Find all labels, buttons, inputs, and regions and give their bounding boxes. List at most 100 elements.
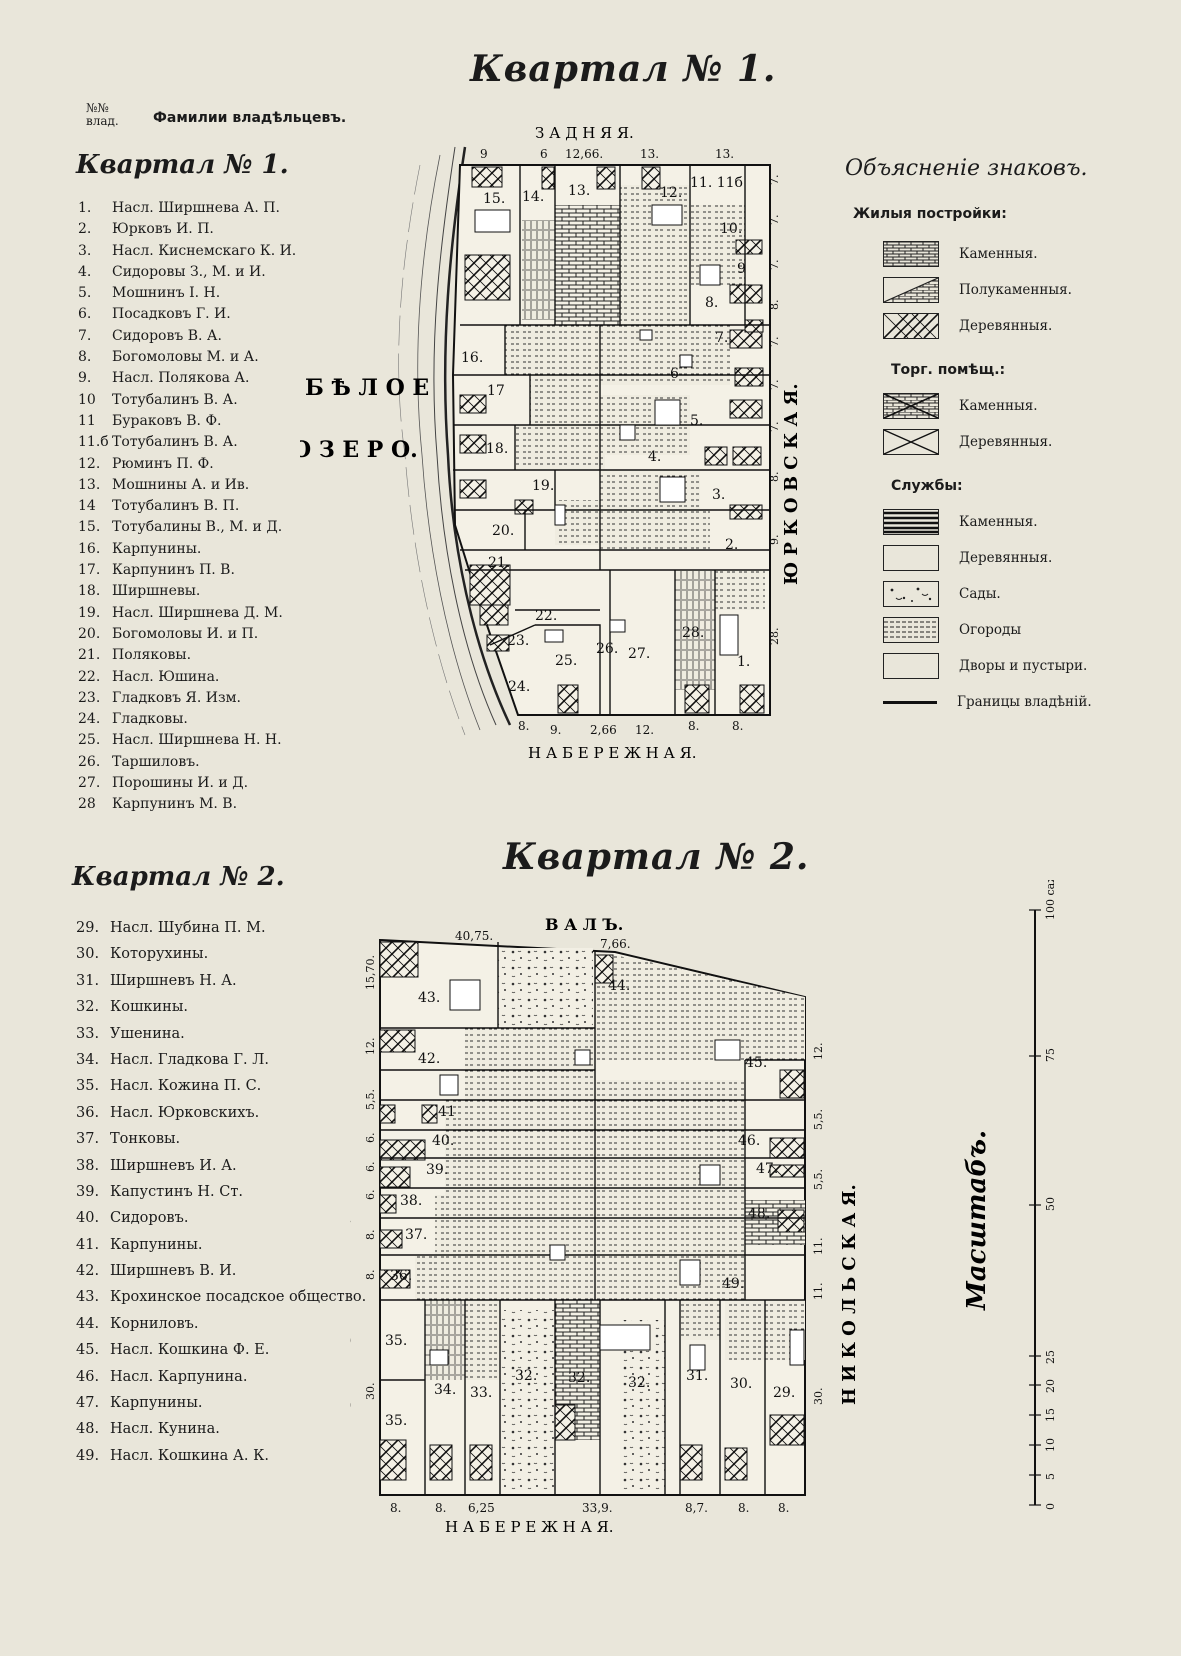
svg-text:2,66: 2,66 bbox=[590, 723, 617, 737]
svg-text:8.: 8. bbox=[705, 295, 718, 311]
svg-text:8.: 8. bbox=[732, 719, 743, 733]
svg-text:10.: 10. bbox=[720, 221, 742, 237]
svg-text:49.: 49. bbox=[722, 1276, 744, 1292]
svg-text:30.: 30. bbox=[812, 1388, 825, 1406]
owner-number: 28 bbox=[78, 796, 96, 813]
legend-swatch-brick bbox=[883, 241, 939, 267]
quarter2-owner-list: 29.Насл. Шубина П. М.30.Которухины.31.Ши… bbox=[76, 920, 366, 1474]
legend-swatch-line bbox=[883, 700, 937, 704]
legend-label: Дворы и пустыри. bbox=[959, 658, 1088, 674]
legend-item: Сады. bbox=[883, 576, 1123, 612]
quarter2-owner-item: 30. Которухины. bbox=[76, 946, 366, 972]
quarter2-owner-item: 32.Кошкины. bbox=[76, 999, 366, 1025]
svg-text:33,9.: 33,9. bbox=[582, 1501, 613, 1515]
owner-name: Ширшневъ В. И. bbox=[110, 1263, 237, 1280]
legend-swatch-blank bbox=[883, 653, 939, 679]
quarter1-owner-item: 18.Ширшневы. bbox=[78, 583, 296, 604]
svg-text:9: 9 bbox=[480, 147, 488, 161]
svg-text:7.: 7. bbox=[715, 330, 728, 346]
owner-number: 8. bbox=[78, 349, 92, 366]
owner-name: Тотубалинъ В. А. bbox=[112, 391, 238, 408]
owner-number: 17. bbox=[78, 562, 101, 579]
legend-item: Дворы и пустыри. bbox=[883, 648, 1123, 684]
quarter1-owner-item: 13.Мошнины А. и Ив. bbox=[78, 477, 296, 498]
legend-item: Деревянныя. bbox=[883, 424, 1123, 460]
svg-text:1.: 1. bbox=[737, 654, 750, 670]
quarter2-list-title: Квартал № 2. bbox=[72, 862, 285, 892]
svg-text:12.: 12. bbox=[364, 1038, 377, 1056]
owner-number: 6. bbox=[78, 306, 92, 323]
svg-text:5: 5 bbox=[1044, 1473, 1057, 1480]
quarter1-owner-item: 26.Таршиловъ. bbox=[78, 754, 296, 775]
svg-text:23.: 23. bbox=[507, 633, 529, 649]
owner-name: Тонковы. bbox=[110, 1131, 181, 1148]
svg-text:6,25: 6,25 bbox=[468, 1501, 495, 1515]
quarter2-owner-item: 49.Насл. Кошкина А. К. bbox=[76, 1448, 366, 1474]
legend: Жилыя постройки:Каменныя.Полукаменныя.Де… bbox=[853, 206, 1123, 720]
quarter1-owner-item: 25.Насл. Ширшнева Н. Н. bbox=[78, 732, 296, 753]
owner-name: Насл. Кошкина А. К. bbox=[110, 1447, 269, 1464]
owner-name: Гладковы. bbox=[112, 711, 188, 728]
quarter1-owner-item: 3.Насл. Киснемскаго К. И. bbox=[78, 243, 296, 264]
owner-name: Насл. Кожина П. С. bbox=[110, 1078, 262, 1095]
owner-name: Которухины. bbox=[110, 946, 209, 963]
svg-text:15,70.: 15,70. bbox=[364, 955, 377, 990]
svg-text:27.: 27. bbox=[628, 646, 650, 662]
owner-number: 42. bbox=[76, 1263, 100, 1280]
owner-number: 39. bbox=[76, 1183, 100, 1200]
svg-text:30.: 30. bbox=[364, 1383, 377, 1401]
owner-number: 5. bbox=[78, 285, 92, 302]
quarter1-owner-item: 23.Гладковъ Я. Изм. bbox=[78, 690, 296, 711]
legend-label: Каменныя. bbox=[959, 514, 1038, 530]
owner-number: 23. bbox=[78, 689, 101, 706]
owner-name: Насл. Кунина. bbox=[110, 1421, 220, 1438]
svg-text:47.: 47. bbox=[756, 1161, 778, 1177]
owner-name: Насл. Гладкова Г. Л. bbox=[110, 1051, 269, 1068]
svg-text:8.: 8. bbox=[738, 1501, 749, 1515]
svg-text:37.: 37. bbox=[405, 1227, 427, 1243]
svg-text:12,66.: 12,66. bbox=[565, 147, 603, 161]
quarter1-owner-item: 16.Карпунины. bbox=[78, 541, 296, 562]
owner-number: 46. bbox=[76, 1368, 100, 1385]
svg-text:5,5.: 5,5. bbox=[364, 1089, 377, 1110]
quarter1-owner-item: 21.Поляковы. bbox=[78, 647, 296, 668]
svg-text:28.: 28. bbox=[768, 628, 781, 646]
owner-number: 30. bbox=[76, 946, 100, 963]
owner-name: Насл. Ширшнева Н. Н. bbox=[112, 732, 282, 749]
owner-name: Насл. Ширшнева Д. М. bbox=[112, 604, 283, 621]
svg-text:8.: 8. bbox=[435, 1501, 446, 1515]
svg-text:15: 15 bbox=[1044, 1408, 1057, 1422]
owner-number: 48. bbox=[76, 1421, 100, 1438]
svg-text:28.: 28. bbox=[682, 625, 704, 641]
legend-item: Деревянныя. bbox=[883, 308, 1123, 344]
quarter2-owner-item: 43.Крохинское посадское общество. bbox=[76, 1289, 366, 1315]
quarter1-owner-item: 27.Порошины И. и Д. bbox=[78, 775, 296, 796]
owner-name: Порошины И. и Д. bbox=[112, 775, 249, 792]
owner-number: 15. bbox=[78, 519, 101, 536]
owner-name: Крохинское посадское общество. bbox=[110, 1289, 367, 1306]
owner-name: Ширшневъ Н. А. bbox=[110, 972, 237, 989]
owner-name: Насл. Юшина. bbox=[112, 668, 220, 685]
owner-number: 37. bbox=[76, 1131, 100, 1148]
owner-number: 44. bbox=[76, 1315, 100, 1332]
svg-text:22.: 22. bbox=[535, 608, 557, 624]
quarter2-map-title: Квартал № 2. bbox=[503, 836, 810, 878]
legend-label: Огороды bbox=[959, 622, 1022, 638]
owner-number: 33. bbox=[76, 1025, 100, 1042]
svg-text:33.: 33. bbox=[470, 1385, 492, 1401]
owner-name: Капустинъ Н. Ст. bbox=[110, 1183, 243, 1200]
svg-text:11.: 11. bbox=[812, 1283, 825, 1301]
owner-number: 11.б bbox=[78, 434, 109, 451]
svg-text:13.: 13. bbox=[640, 147, 659, 161]
quarter1-owner-item: 20.Богомоловы И. и П. bbox=[78, 626, 296, 647]
svg-text:11.: 11. bbox=[812, 1238, 825, 1256]
svg-text:17: 17 bbox=[487, 383, 505, 399]
legend-swatch-garden bbox=[883, 581, 939, 607]
svg-text:35.: 35. bbox=[385, 1413, 407, 1429]
owner-name: Насл. Кошкина Ф. Е. bbox=[110, 1342, 270, 1359]
owner-number: 2. bbox=[78, 221, 92, 238]
owner-name: Сидоровъ В. А. bbox=[112, 327, 222, 344]
svg-text:7.: 7. bbox=[768, 337, 781, 348]
svg-text:7.: 7. bbox=[768, 422, 781, 433]
